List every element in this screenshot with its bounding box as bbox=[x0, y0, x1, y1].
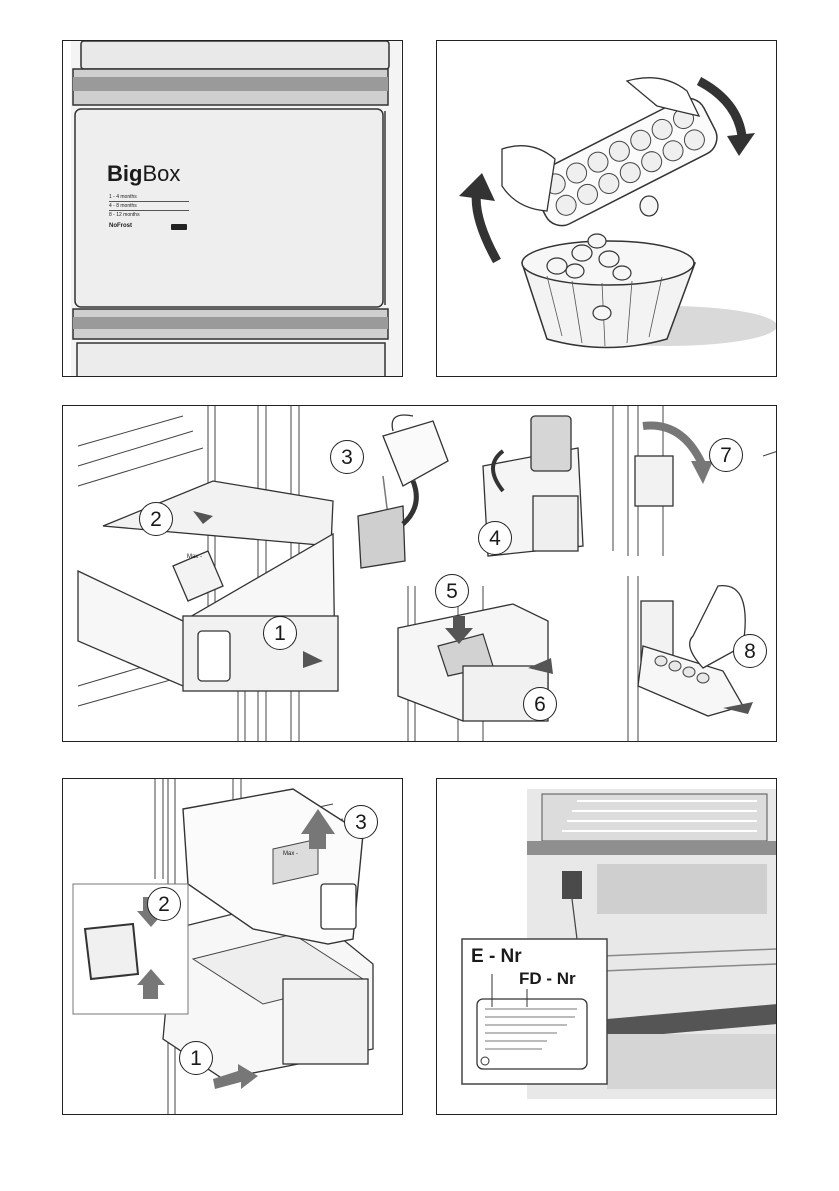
rating-plate-panel: E - Nr FD - Nr bbox=[436, 778, 777, 1115]
remove-reservoir-panel: 1 2 3 Max - bbox=[62, 778, 403, 1115]
step-8-badge: 8 bbox=[733, 634, 767, 668]
storage-row: 4 - 8 months bbox=[109, 202, 189, 211]
rating-plate-illustration bbox=[461, 789, 776, 1099]
max-label: Max - bbox=[283, 851, 298, 857]
ice-tray-panel bbox=[436, 40, 777, 377]
reservoir-illustration bbox=[77, 406, 776, 741]
step-3-badge: 3 bbox=[330, 440, 364, 474]
max-label: Max - bbox=[187, 554, 202, 560]
brand-bold: Big bbox=[107, 161, 143, 186]
step-4-badge: 4 bbox=[478, 521, 512, 555]
step-1-badge: 1 bbox=[263, 616, 297, 650]
brand-light: Box bbox=[142, 161, 181, 186]
drawer-illustration bbox=[71, 41, 401, 376]
step-2-badge: 2 bbox=[147, 887, 181, 921]
storage-row: 1 - 4 months bbox=[109, 193, 189, 202]
step-6-badge: 6 bbox=[523, 687, 557, 721]
bigbox-label: BigBox bbox=[107, 161, 180, 187]
step-7-badge: 7 bbox=[709, 438, 743, 472]
bigbox-drawer-panel: BigBox 1 - 4 months 4 - 8 months 8 - 12 … bbox=[62, 40, 403, 377]
step-2-badge: 2 bbox=[139, 502, 173, 536]
step-3-badge: 3 bbox=[344, 805, 378, 839]
nofrost-label: NoFrost bbox=[109, 223, 132, 229]
storage-table: 1 - 4 months 4 - 8 months 8 - 12 months bbox=[109, 193, 189, 219]
step-1-badge: 1 bbox=[179, 1041, 213, 1075]
step-5-badge: 5 bbox=[435, 574, 469, 608]
ice-tray-illustration bbox=[459, 77, 776, 349]
fdnr-label: FD - Nr bbox=[519, 969, 576, 988]
badge-icon bbox=[171, 224, 187, 230]
enr-label: E - Nr bbox=[471, 946, 522, 967]
reservoir-steps-panel: 1 2 3 4 5 6 7 8 Max - bbox=[62, 405, 777, 742]
storage-row: 8 - 12 months bbox=[109, 212, 140, 218]
